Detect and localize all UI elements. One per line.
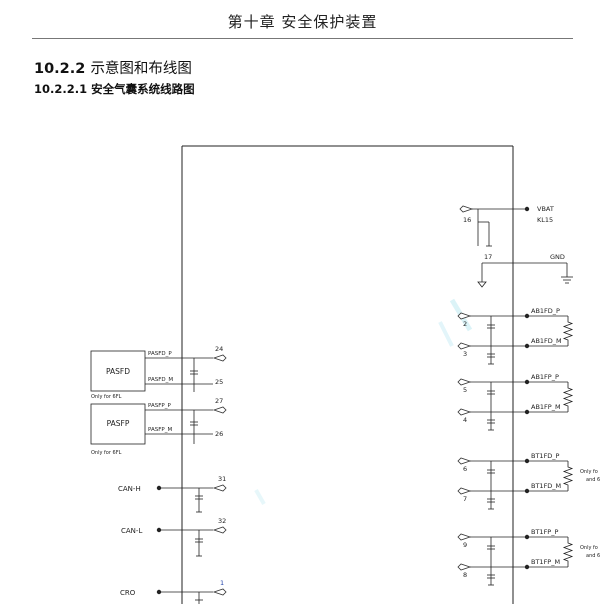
pin-24: 24 (215, 345, 223, 353)
pin-27: 27 (215, 397, 223, 405)
load-note: Only fo (580, 469, 598, 475)
load-label-p: BT1FP_P (531, 528, 558, 536)
signal-cro: CRO (120, 589, 136, 597)
module-box-pasfp (90, 403, 146, 445)
squib-resistor (562, 316, 574, 346)
node-dot (524, 534, 530, 540)
connector-32 (213, 526, 227, 534)
load-label-m: BT1FP_M (531, 558, 560, 566)
load-note: and 6 (586, 477, 600, 483)
module-label-pasfp: PASFP (107, 419, 130, 428)
node-dot (524, 313, 530, 319)
pin-26: 26 (215, 430, 223, 438)
node-dot (524, 206, 530, 212)
connector-2 (457, 312, 472, 320)
squib-resistor (562, 461, 574, 491)
connector-3 (457, 342, 472, 350)
signal-pasfp-p: PASFP_P (148, 403, 171, 409)
signal-can-h: CAN-H (118, 485, 141, 493)
node-dot (524, 409, 530, 415)
load-note: Only fo (580, 545, 598, 551)
load-label-p: AB1FD_P (531, 307, 560, 315)
signal-can-l: CAN-L (121, 527, 142, 535)
section-heading: 10.2.2 示意图和布线图 (34, 57, 192, 78)
module-label-pasfd: PASFD (106, 367, 130, 376)
pin-17: 17 (484, 253, 492, 261)
load-label-p: AB1FP_P (531, 373, 559, 381)
watermark-streak (254, 489, 266, 505)
power-label-vbat: VBAT (537, 205, 554, 213)
subsection-heading: 10.2.2.1 安全气囊系统线路图 (34, 81, 195, 97)
watermark-streak (438, 321, 454, 347)
pin-4: 4 (463, 416, 467, 424)
pin-2: 2 (463, 320, 467, 328)
load-label-m: BT1FD_M (531, 482, 561, 490)
ground-label: GND (550, 253, 565, 261)
node-dot (524, 343, 530, 349)
node-dot (524, 379, 530, 385)
signal-pasfd-p: PASFD_P (148, 351, 172, 357)
connector-8 (457, 563, 472, 571)
pin-3: 3 (463, 350, 467, 358)
node-dot (524, 564, 530, 570)
pin-6: 6 (463, 465, 467, 473)
section-title: 示意图和布线图 (90, 61, 192, 77)
module-box-pasfd (90, 350, 146, 392)
connector-31 (213, 484, 227, 492)
signal-pasfd-m: PASFD_M (148, 377, 173, 383)
module-note-pasfp: Only for 6FL (91, 450, 122, 456)
node-dot (524, 488, 530, 494)
connector-27 (213, 406, 227, 414)
squib-resistor (562, 382, 574, 412)
squib-resistor (562, 537, 574, 567)
load-label-p: BT1FD_P (531, 452, 560, 460)
node-dot (524, 458, 530, 464)
load-label-m: AB1FP_M (531, 403, 561, 411)
pin-25: 25 (215, 378, 223, 386)
header-rule (32, 38, 573, 39)
connector-6 (457, 457, 472, 465)
connector-7 (457, 487, 472, 495)
pin-8: 8 (463, 571, 467, 579)
pin-7: 7 (463, 495, 467, 503)
load-label-m: AB1FD_M (531, 337, 562, 345)
chapter-header: 第十章 安全保护装置 (227, 13, 378, 31)
pin-31: 31 (218, 475, 226, 483)
connector-4 (457, 408, 472, 416)
signal-pasfp-m: PASFP_M (148, 427, 172, 433)
pin-32: 32 (218, 517, 226, 525)
connector-5 (457, 378, 472, 386)
connector-24 (213, 354, 227, 362)
load-note: and 6 (586, 553, 600, 559)
connector-9 (457, 533, 472, 541)
module-note-pasfd: Only for 6FL (91, 394, 122, 400)
pin-16: 16 (463, 216, 471, 224)
pin-1: 1 (220, 579, 224, 587)
pin-9: 9 (463, 541, 467, 549)
connector-1 (213, 588, 227, 596)
connector-16 (459, 205, 474, 213)
pin-5: 5 (463, 386, 467, 394)
power-label-kl15: KL15 (537, 216, 553, 224)
subsection-number: 10.2.2.1 (34, 82, 88, 96)
ground-arrow-icon (477, 281, 487, 288)
subsection-title: 安全气囊系统线路图 (91, 82, 195, 96)
section-number: 10.2.2 (34, 61, 86, 77)
